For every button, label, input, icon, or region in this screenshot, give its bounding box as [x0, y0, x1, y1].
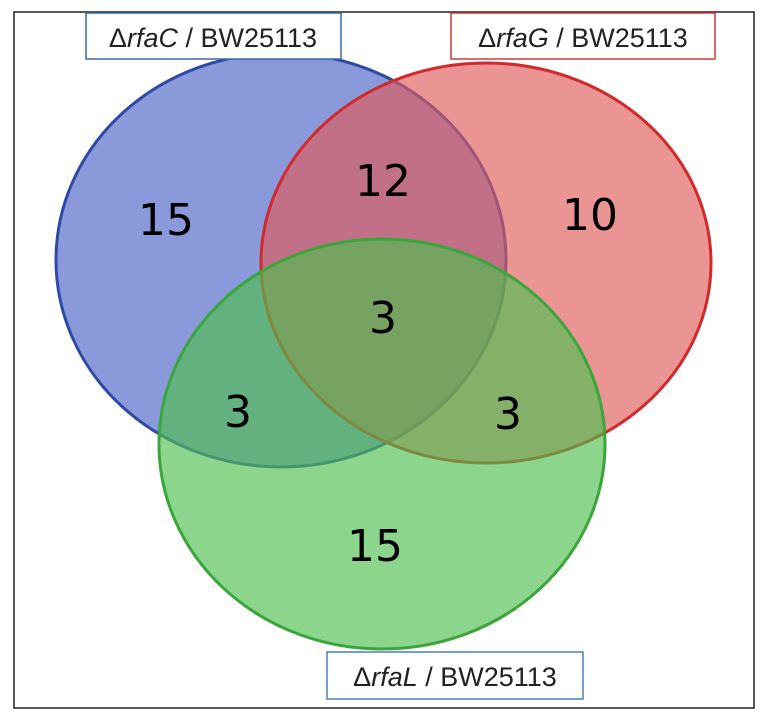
region-count-rfac-rfag: 12: [355, 156, 411, 207]
set-label-rfag-gene: rfaG: [496, 23, 549, 53]
region-count-rfag-rfal: 3: [494, 389, 522, 440]
region-count-all-three: 3: [369, 293, 397, 344]
set-label-rfal-gene: rfaL: [371, 662, 418, 692]
set-label-rfac-delta: Δ: [109, 23, 127, 53]
set-label-rfag-delta: Δ: [478, 23, 496, 53]
set-label-rfag: ΔrfaG / BW25113: [478, 23, 688, 53]
set-label-rfal: ΔrfaL / BW25113: [353, 662, 557, 692]
region-count-rfac-rfal: 3: [224, 387, 252, 438]
label-box-rfal: [326, 651, 584, 700]
set-label-rfac-gene: rfaC: [127, 23, 179, 53]
set-label-rfal-suffix: / BW25113: [418, 662, 557, 692]
set-label-rfac-suffix: / BW25113: [178, 23, 317, 53]
set-label-rfal-delta: Δ: [353, 662, 371, 692]
set-circle-rfal: [157, 237, 607, 651]
region-count-rfal-only: 15: [347, 521, 403, 572]
set-label-rfac: ΔrfaC / BW25113: [109, 23, 317, 53]
label-box-rfag: [450, 12, 716, 60]
region-count-rfac-only: 15: [138, 195, 194, 246]
set-label-rfag-suffix: / BW25113: [549, 23, 688, 53]
region-count-rfag-only: 10: [562, 190, 618, 241]
label-box-rfac: [85, 12, 342, 60]
